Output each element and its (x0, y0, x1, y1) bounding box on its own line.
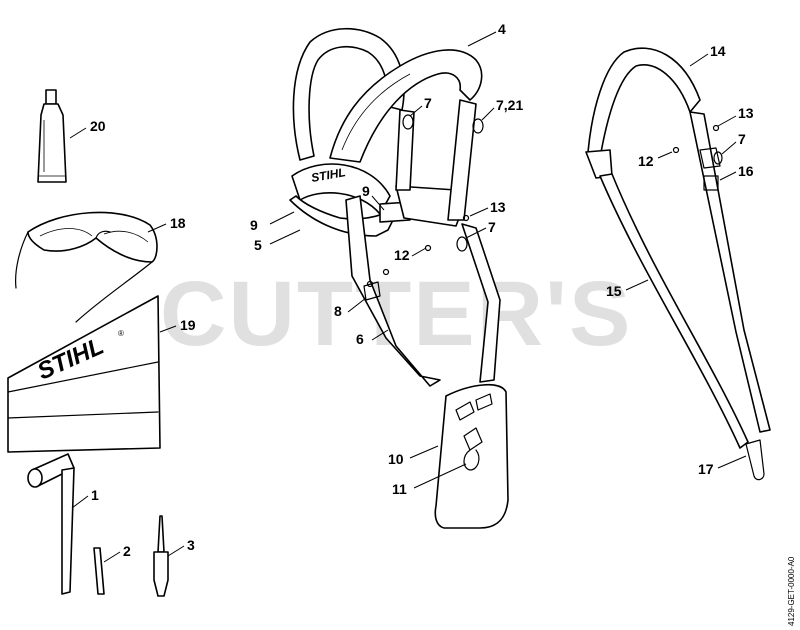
callout-12-strap: 12 (638, 151, 673, 169)
callout-15: 15 (606, 279, 649, 299)
callout-11-label: 11 (392, 481, 407, 497)
callout-9-mid: 9 (362, 183, 385, 211)
callout-7-21: 7,21 (481, 97, 523, 121)
callout-9-left-label: 9 (250, 217, 258, 233)
callout-15-label: 15 (606, 283, 622, 299)
safety-glasses-part (15, 211, 158, 323)
callout-7-strap: 7 (721, 131, 746, 155)
callout-8: 8 (334, 297, 367, 319)
callout-10-label: 10 (388, 451, 404, 467)
shoulder-strap-part (585, 47, 771, 481)
callout-9-mid-label: 9 (362, 183, 370, 199)
grease-tube-part (37, 89, 67, 183)
pouch-registered-mark: ® (118, 329, 124, 338)
callout-16: 16 (719, 163, 754, 181)
screwdriver-part (153, 515, 169, 597)
callout-18-label: 18 (170, 215, 186, 231)
callout-1-label: 1 (91, 487, 99, 503)
callout-13-strap: 13 (717, 105, 754, 127)
callout-5-label: 5 (254, 237, 262, 253)
callout-13-harness-label: 13 (490, 199, 506, 215)
callout-3: 3 (167, 537, 195, 557)
callout-7-21-label: 7,21 (496, 97, 523, 113)
callout-10: 10 (388, 445, 439, 467)
callout-2-label: 2 (123, 543, 131, 559)
document-id: 4129-GET-0000-A0 (787, 556, 796, 626)
callout-12-harness: 12 (394, 247, 427, 263)
callout-14: 14 (689, 43, 726, 67)
callout-17: 17 (698, 455, 747, 477)
callout-7-top-left-label: 7 (424, 95, 432, 111)
tool-pouch-part: STIHL ® (7, 295, 161, 453)
callout-6-label: 6 (356, 331, 364, 347)
callout-7-harness-mid-label: 7 (488, 219, 496, 235)
callout-12-strap-label: 12 (638, 153, 654, 169)
callout-8-label: 8 (334, 303, 342, 319)
callout-14-label: 14 (710, 43, 726, 59)
callout-4-label: 4 (498, 21, 506, 37)
callout-4: 4 (467, 21, 506, 47)
harness-brand-logo: STIHL (310, 165, 347, 185)
pin-part (93, 547, 105, 595)
callout-16-label: 16 (738, 163, 754, 179)
callout-9-left: 9 (250, 211, 295, 233)
callout-7-top-left: 7 (409, 95, 432, 117)
callout-17-label: 17 (698, 461, 714, 477)
callout-11: 11 (392, 463, 467, 497)
callout-18: 18 (147, 215, 186, 233)
callout-20: 20 (69, 118, 106, 139)
callout-12-harness-label: 12 (394, 247, 410, 263)
callout-6: 6 (356, 329, 389, 347)
combination-wrench-part (27, 453, 75, 595)
callout-7-strap-label: 7 (738, 131, 746, 147)
callout-19-label: 19 (180, 317, 196, 333)
callout-20-label: 20 (90, 118, 106, 134)
callout-13-strap-label: 13 (738, 105, 754, 121)
callout-13-harness: 13 (469, 199, 506, 217)
callout-7-harness-mid: 7 (465, 219, 496, 239)
callout-19: 19 (159, 317, 196, 333)
callout-1: 1 (71, 487, 99, 509)
callout-2: 2 (103, 543, 131, 563)
callout-3-label: 3 (187, 537, 195, 553)
callout-5: 5 (254, 229, 301, 253)
full-harness-part: STIHL (289, 28, 509, 529)
